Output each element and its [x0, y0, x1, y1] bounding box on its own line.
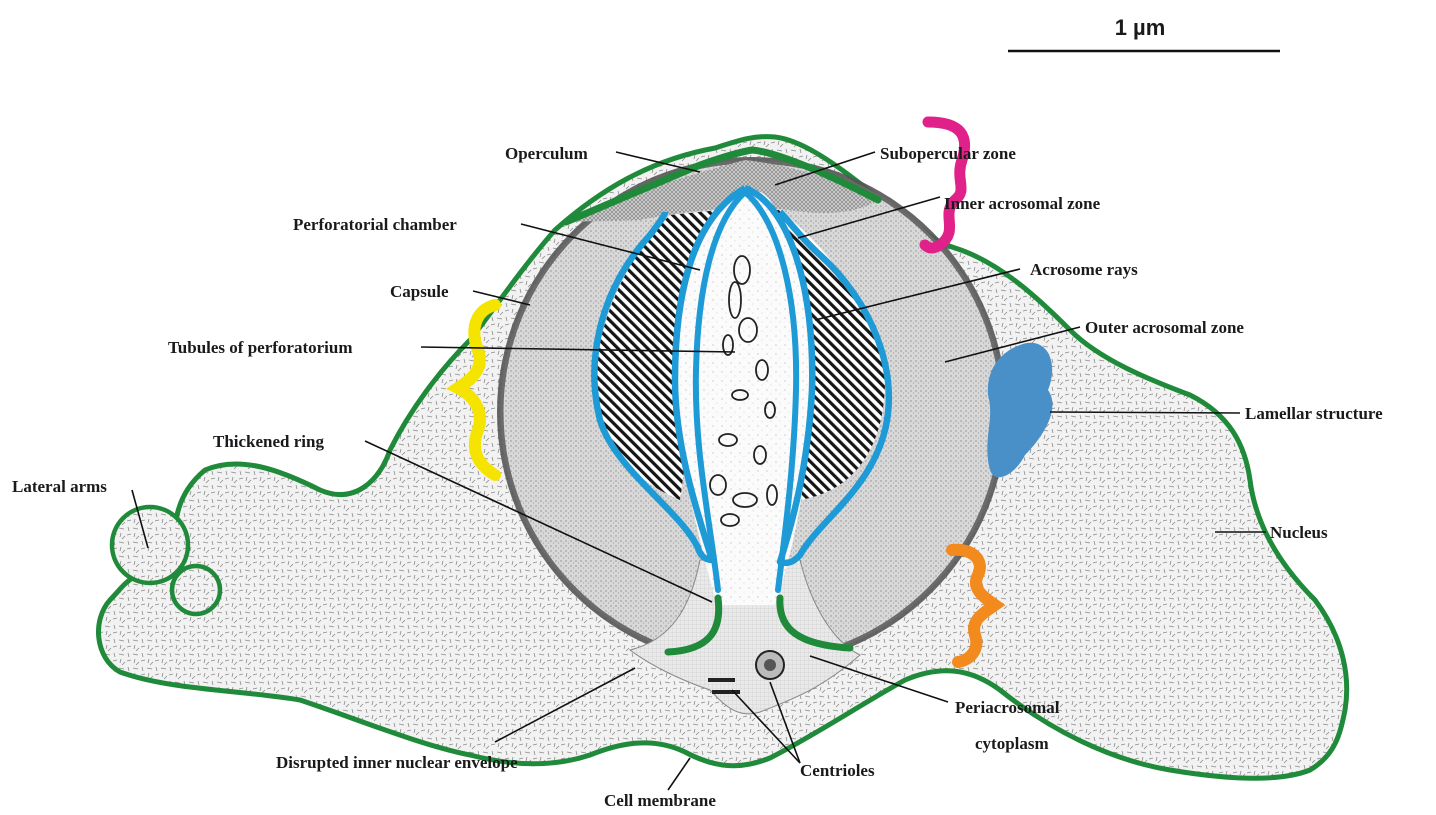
- lateral-arm-circle-small: [172, 566, 220, 614]
- label-acrosome-rays: Acrosome rays: [1030, 260, 1138, 279]
- label-perforatorial-chamber: Perforatorial chamber: [293, 215, 457, 234]
- label-subopercular-zone: Subopercular zone: [880, 144, 1016, 163]
- label-inner-acrosomal-zone: Inner acrosomal zone: [944, 194, 1101, 213]
- lateral-arm-circle-large: [112, 507, 188, 583]
- label-operculum: Operculum: [505, 144, 588, 163]
- label-lateral-arms: Lateral arms: [12, 477, 107, 496]
- label-lamellar-structure: Lamellar structure: [1245, 404, 1383, 423]
- label-cell-membrane: Cell membrane: [604, 791, 716, 810]
- label-disrupted-inner-nuclear-envelope: Disrupted inner nuclear envelope: [276, 753, 518, 772]
- label-periacrosomal-line1: Periacrosomal: [955, 698, 1060, 717]
- label-nucleus: Nucleus: [1270, 523, 1328, 542]
- label-periacrosomal-line2: cytoplasm: [975, 734, 1049, 753]
- label-capsule: Capsule: [390, 282, 449, 301]
- scale-bar-label: 1 µm: [1115, 15, 1166, 40]
- scale-bar: 1 µm: [1008, 15, 1280, 51]
- subopercular-brace: [925, 122, 965, 248]
- label-outer-acrosomal-zone: Outer acrosomal zone: [1085, 318, 1244, 337]
- label-thickened-ring: Thickened ring: [213, 432, 324, 451]
- label-tubules-of-perforatorium: Tubules of perforatorium: [168, 338, 353, 357]
- label-centrioles: Centrioles: [800, 761, 875, 780]
